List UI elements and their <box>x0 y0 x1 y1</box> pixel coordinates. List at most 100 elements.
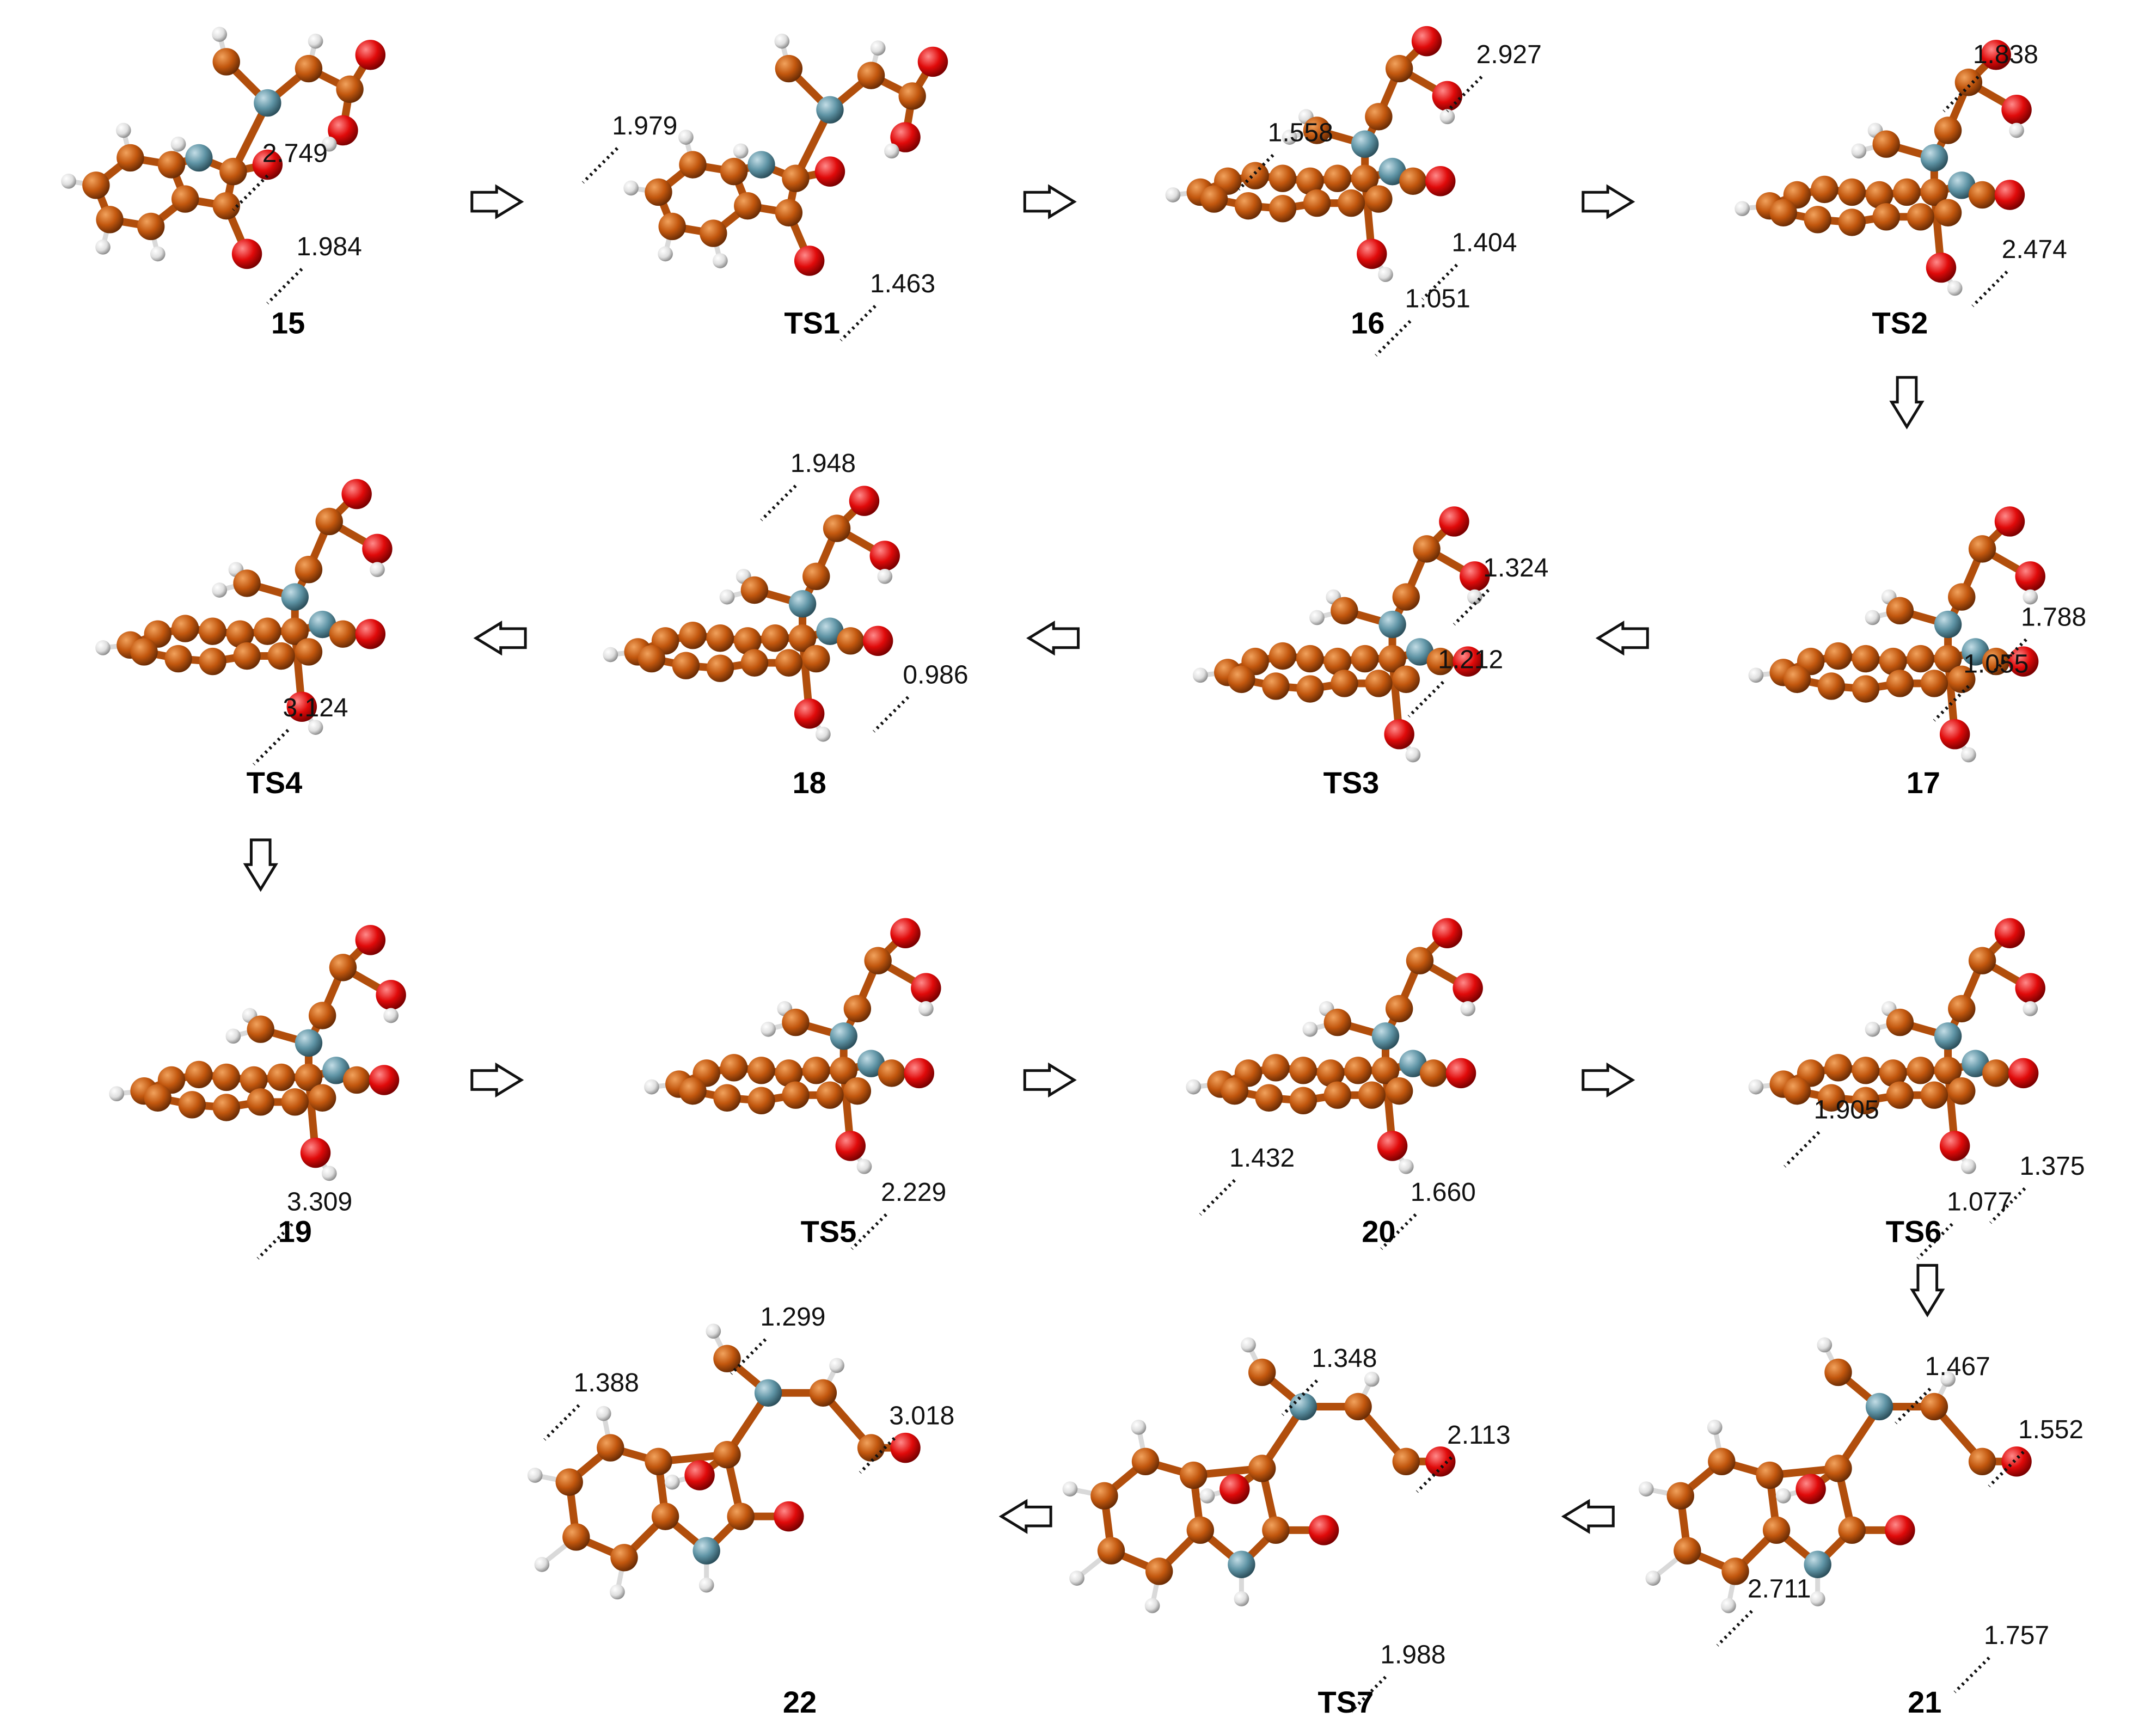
nitrogen-atom <box>281 583 309 611</box>
nitrogen-atom <box>1920 144 1948 172</box>
carbon-atom <box>1879 1059 1907 1087</box>
compound-label: TS6 <box>1886 1214 1942 1248</box>
carbon-atom <box>1865 181 1893 209</box>
hydrogen-atom <box>1282 130 1297 145</box>
carbon-atom <box>1968 947 1996 974</box>
nitrogen-atom <box>295 1029 323 1057</box>
carbon-atom <box>857 1434 885 1462</box>
compound-label: 18 <box>793 765 826 800</box>
hydrogen-atom <box>1405 747 1421 763</box>
carbon-atom <box>1838 1516 1866 1544</box>
carbon-atom <box>658 212 686 241</box>
carbon-atom <box>1934 199 1962 226</box>
oxygen-atom <box>328 115 358 146</box>
carbon-atom <box>878 1059 906 1087</box>
hydrogen-atom <box>1234 1591 1249 1606</box>
process-arrow-right <box>1023 184 1077 219</box>
carbon-atom <box>1954 69 1983 96</box>
carbon-atom <box>700 219 727 247</box>
oxygen-atom <box>376 979 406 1010</box>
hydrogen-atom <box>658 246 673 262</box>
carbon-atom <box>734 627 762 655</box>
carbon-atom <box>645 178 672 206</box>
carbon-atom <box>254 617 281 645</box>
carbon-atom <box>1783 665 1811 694</box>
hydrogen-atom <box>212 582 228 598</box>
hydrogen-atom <box>713 253 728 268</box>
hydrogen-atom <box>884 143 899 159</box>
oxygen-atom <box>1377 1131 1408 1161</box>
bond-distance-label: 1.467 <box>1925 1352 1990 1381</box>
bond-distance-label: 2.927 <box>1476 40 1542 69</box>
nitrogen-atom <box>1399 1050 1427 1077</box>
carbon-atom <box>1872 130 1900 158</box>
carbon-atom <box>1419 1059 1448 1087</box>
interaction-dotted-line <box>839 305 877 342</box>
carbon-atom <box>837 627 865 655</box>
compound-label: TS2 <box>1872 306 1928 340</box>
carbon-atom <box>1804 206 1831 234</box>
hydrogen-atom <box>1192 667 1208 683</box>
bond-distance-label: 1.348 <box>1312 1344 1377 1373</box>
carbon-atom <box>1872 203 1900 231</box>
hydrogen-atom <box>1865 610 1880 625</box>
carbon-atom <box>830 1057 857 1084</box>
carbon-atom <box>1886 1081 1914 1109</box>
carbon-atom <box>555 1468 583 1496</box>
carbon-atom <box>843 995 872 1023</box>
carbon-atom <box>1365 185 1393 213</box>
oxygen-atom <box>862 625 893 657</box>
carbon-atom <box>1331 670 1358 697</box>
nitrogen-atom <box>693 1537 720 1565</box>
carbon-atom <box>672 652 700 679</box>
interaction-dotted-line <box>1942 76 1980 113</box>
carbon-atom <box>720 157 748 186</box>
carbon-atom <box>706 624 734 652</box>
nitrogen-atom <box>754 1379 782 1407</box>
carbon-atom <box>233 569 261 597</box>
carbon-atom <box>199 617 226 645</box>
carbon-atom <box>1296 167 1324 195</box>
carbon-atom <box>1248 1455 1276 1482</box>
carbon-atom <box>761 624 789 652</box>
carbon-atom <box>171 615 199 642</box>
oxygen-atom <box>1411 26 1442 57</box>
interaction-dotted-line <box>1988 1451 2025 1488</box>
carbon-atom <box>1234 192 1263 220</box>
carbon-atom <box>1852 1057 1880 1084</box>
bond-distance-label: 1.905 <box>1814 1096 1879 1125</box>
compound-label: 22 <box>783 1685 817 1719</box>
hydrogen-atom <box>596 1406 611 1421</box>
carbon-atom <box>775 199 803 226</box>
carbon-atom <box>1948 583 1976 611</box>
carbon-atom <box>212 192 240 220</box>
carbon-atom <box>857 62 885 89</box>
carbon-atom <box>1392 1447 1420 1476</box>
hydrogen-atom <box>115 122 131 138</box>
oxygen-atom <box>286 691 317 722</box>
hydrogen-atom <box>1378 267 1393 283</box>
hydrogen-atom <box>1241 1337 1256 1353</box>
hydrogen-atom <box>816 726 831 742</box>
carbon-atom <box>1323 1008 1351 1036</box>
carbon-atom <box>713 1084 741 1112</box>
hydrogen-atom <box>1460 1001 1476 1016</box>
hydrogen-atom <box>623 180 639 196</box>
carbon-atom <box>1920 670 1948 697</box>
carbon-atom <box>1344 1393 1372 1421</box>
carbon-atom <box>281 617 309 645</box>
compound-label: 19 <box>278 1214 312 1248</box>
nitrogen-atom <box>1351 130 1379 158</box>
carbon-atom <box>1241 162 1269 189</box>
interaction-dotted-line <box>1380 1213 1417 1250</box>
interaction-dotted-line <box>1407 680 1444 718</box>
hydrogen-atom <box>1947 280 1963 296</box>
carbon-atom <box>747 1057 775 1084</box>
carbon-atom <box>315 507 343 536</box>
hydrogen-atom <box>1735 201 1750 217</box>
carbon-atom <box>1344 1057 1372 1084</box>
carbon-atom <box>1289 1087 1317 1114</box>
oxygen-atom <box>355 925 386 955</box>
hydrogen-atom <box>1748 1079 1764 1095</box>
carbon-atom <box>1824 1455 1852 1482</box>
